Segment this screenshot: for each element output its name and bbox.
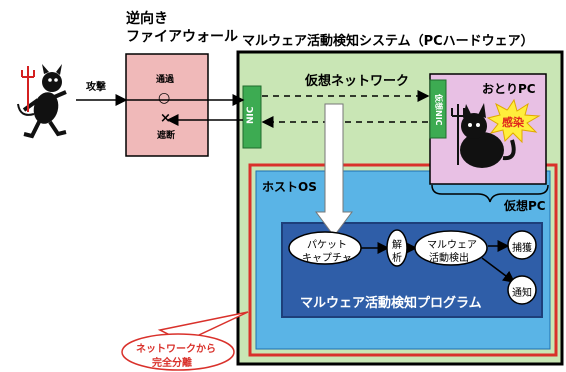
firewall-title-line2: ファイアウォール bbox=[126, 29, 238, 45]
virtual-network-label: 仮想ネットワーク bbox=[305, 74, 410, 89]
callout-bubble bbox=[121, 333, 235, 371]
virtual-nic-box bbox=[429, 79, 447, 139]
devil-attacker-icon bbox=[17, 64, 67, 139]
packet-capture-text-line1: パケット bbox=[307, 240, 347, 251]
system-title: マルウェア活動検知システム（PCハードウェア） bbox=[242, 34, 534, 49]
notify-text: 通知 bbox=[512, 288, 532, 299]
flow-detection-to-notify bbox=[481, 257, 516, 283]
firewall-title-line1: 逆向き bbox=[126, 11, 168, 27]
nic-label: NIC bbox=[246, 106, 256, 125]
analysis-node bbox=[386, 229, 408, 267]
capture-text: 捕獲 bbox=[512, 243, 532, 254]
packet-capture-text-line2: キャプチャ bbox=[302, 253, 352, 264]
nic-box bbox=[242, 85, 262, 149]
analysis-text-line2: 析 bbox=[392, 253, 402, 264]
attack-label: 攻撃 bbox=[86, 82, 106, 93]
program-title: マルウェア活動検知プログラム bbox=[300, 296, 482, 311]
callout-text-line2: 完全分離 bbox=[152, 358, 192, 369]
notify-node bbox=[507, 275, 537, 305]
capture-flow-arrow bbox=[315, 103, 353, 237]
infection-burst bbox=[486, 98, 541, 144]
virtual-pc-brace bbox=[431, 184, 549, 203]
virtual-nic-label: 仮想NIC bbox=[434, 94, 443, 126]
block-symbol: × bbox=[160, 111, 171, 126]
packet-capture-node bbox=[288, 231, 362, 265]
decoy-pc-label: おとりPC bbox=[482, 82, 536, 96]
pass-label: 通過 bbox=[156, 75, 175, 85]
capture-node bbox=[507, 230, 537, 260]
virtual-pc-label: 仮想PC bbox=[504, 199, 546, 213]
detection-node bbox=[414, 230, 488, 266]
analysis-text-line1: 解 bbox=[392, 240, 402, 251]
separation-border bbox=[248, 163, 558, 357]
detection-text-line2: 活動検出 bbox=[429, 253, 469, 264]
cat-devil-icon bbox=[451, 103, 516, 168]
infection-label: 感染 bbox=[502, 116, 524, 129]
detection-text-line1: マルウェア bbox=[427, 240, 477, 251]
callout-text-line1: ネットワークから bbox=[136, 344, 216, 355]
host-os-label: ホストOS bbox=[262, 180, 317, 194]
pass-symbol: ○ bbox=[158, 90, 171, 106]
block-label: 遮断 bbox=[157, 131, 176, 141]
